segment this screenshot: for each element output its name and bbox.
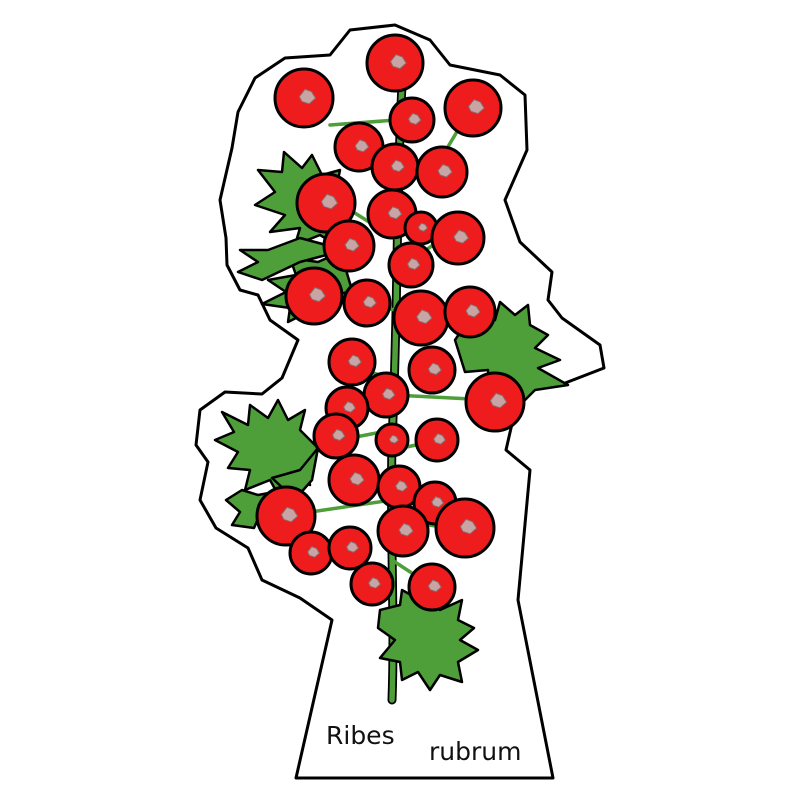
berry — [288, 530, 334, 576]
berry — [443, 78, 503, 138]
berry-calyx — [417, 222, 429, 232]
berry — [376, 504, 430, 558]
berry-calyx — [347, 354, 362, 368]
berry-cluster — [255, 33, 526, 612]
berry-calyx — [280, 506, 299, 523]
berry-calyx — [427, 362, 442, 376]
berry-calyx — [431, 496, 445, 508]
berry-calyx — [416, 309, 433, 325]
berry — [403, 210, 439, 246]
berry — [415, 145, 469, 199]
berry — [342, 278, 392, 328]
berry-calyx — [467, 98, 485, 115]
berry-calyx — [433, 433, 447, 445]
berry — [295, 172, 357, 234]
caption-species: rubrum — [429, 737, 521, 766]
berry-calyx — [298, 88, 317, 105]
berry-calyx — [406, 257, 421, 271]
berry — [387, 241, 435, 289]
berry — [349, 561, 395, 607]
berry-calyx — [307, 546, 321, 558]
berry-calyx — [390, 159, 405, 173]
berry-calyx — [489, 392, 508, 409]
berry-calyx — [453, 229, 470, 244]
berry-calyx — [344, 237, 360, 252]
berry — [407, 562, 457, 612]
berry — [365, 33, 425, 93]
berry-calyx — [398, 522, 414, 537]
berry-calyx — [331, 428, 346, 442]
berry — [362, 371, 410, 419]
berry — [392, 289, 450, 347]
berry-calyx — [465, 303, 481, 318]
berry-calyx — [387, 206, 403, 220]
berry — [327, 337, 377, 387]
berry-calyx — [389, 53, 407, 70]
leaf-middle-left — [213, 398, 320, 530]
berry — [333, 121, 385, 173]
berry — [284, 266, 344, 326]
berry-calyx — [320, 193, 339, 210]
berry-calyx — [362, 295, 377, 309]
caption-genus: Ribes — [326, 721, 395, 750]
berry — [312, 412, 360, 460]
berry-calyx — [308, 286, 326, 303]
berry-calyx — [354, 139, 370, 153]
berry-calyx — [349, 471, 365, 486]
berry — [443, 285, 497, 339]
berry-calyx — [346, 541, 360, 553]
berry-calyx — [388, 434, 400, 444]
berry — [414, 417, 460, 463]
berry — [255, 485, 317, 547]
berry — [374, 422, 410, 458]
berry — [388, 96, 436, 144]
berry — [322, 219, 376, 273]
berry — [370, 142, 420, 192]
berry — [407, 345, 457, 395]
berry — [430, 210, 486, 266]
berry — [327, 525, 373, 571]
leaf-bottom — [376, 588, 480, 692]
berry — [464, 371, 526, 433]
berry-calyx — [437, 163, 453, 178]
berry — [273, 67, 335, 129]
berry — [434, 497, 496, 559]
berry-calyx — [368, 577, 382, 589]
berry-calyx — [459, 518, 478, 535]
berry — [327, 453, 381, 507]
berry-calyx — [427, 579, 442, 593]
berry-calyx — [407, 112, 422, 126]
berry-calyx — [343, 401, 357, 413]
berry-calyx — [395, 480, 409, 492]
berry-calyx — [381, 387, 396, 401]
